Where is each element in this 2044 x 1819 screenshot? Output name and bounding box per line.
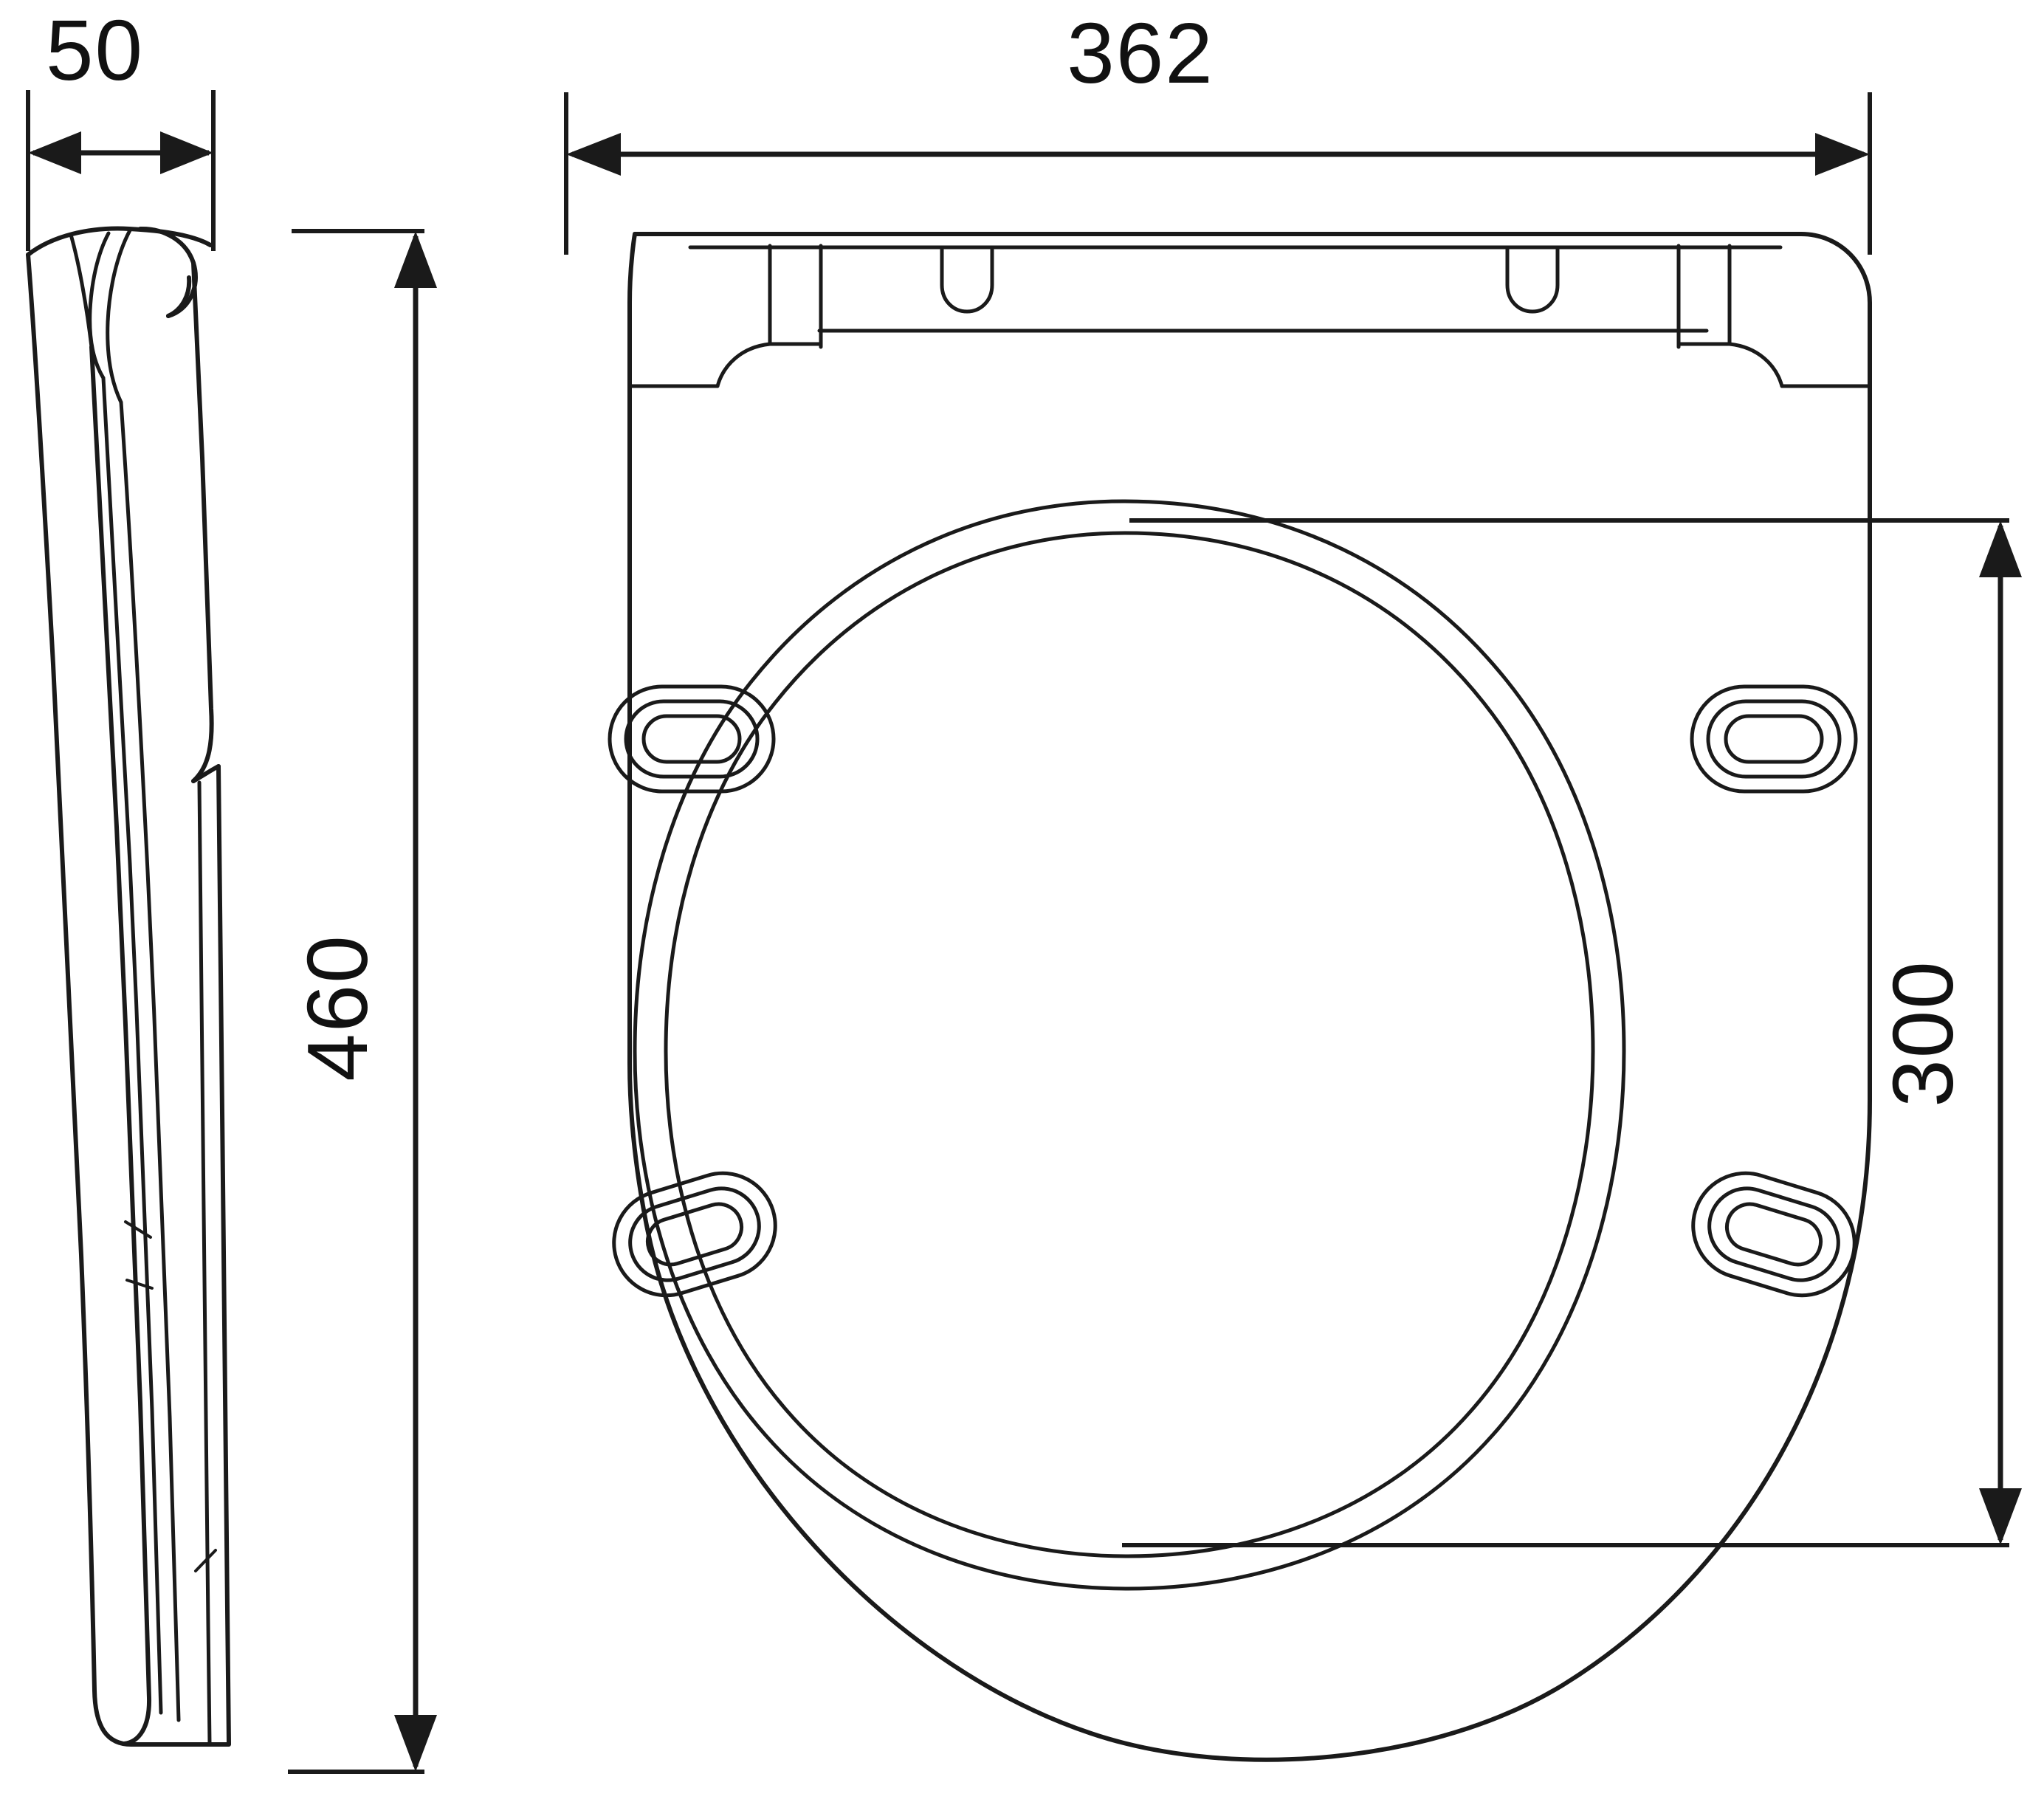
arrowhead-left-icon xyxy=(566,133,621,176)
side-bumper-notch-bottom xyxy=(125,1279,154,1290)
side-hinge-arc-b xyxy=(106,228,132,405)
bumper-ring-middle xyxy=(1706,699,1842,779)
side-lid-front-face xyxy=(26,252,134,1747)
side-lid-back-face xyxy=(89,345,152,1746)
dimension-label-50: 50 xyxy=(46,2,144,98)
bumper-ring-outer xyxy=(1691,1171,1857,1298)
side-seat-front-contour xyxy=(101,376,163,1715)
side-seat-shoulder xyxy=(191,764,221,783)
hinge-hole-right-icon xyxy=(1505,247,1560,314)
dimension-label-300: 300 xyxy=(1875,960,1971,1107)
bumper-ring-middle xyxy=(624,699,760,779)
arrowhead-bottom-icon xyxy=(1979,1488,2022,1545)
bumper-ring-inner xyxy=(1724,1202,1823,1267)
hinge-bracket-right xyxy=(1676,244,1872,388)
bumper-ring-outer xyxy=(608,684,776,794)
side-seat-back-contour xyxy=(119,400,181,1722)
bumper-ring-outer xyxy=(612,1171,777,1298)
bumper-ring-middle xyxy=(628,1186,761,1282)
bumper-pad-upper-right xyxy=(1690,684,1858,794)
side-hinge-knuckle-inner xyxy=(166,275,192,318)
dimension-length-460: 460 xyxy=(288,229,437,1774)
dimension-opening-300: 300 xyxy=(1122,518,2022,1547)
arrowhead-right-icon xyxy=(1815,133,1870,176)
bumper-pad-upper-left xyxy=(608,684,776,794)
arrowhead-top-icon xyxy=(1979,520,2022,577)
opening-inner-contour xyxy=(664,531,1595,1558)
bumper-ring-inner xyxy=(645,1202,744,1267)
dimension-width-362: 362 xyxy=(564,5,1872,255)
dimension-thickness-50: 50 xyxy=(26,2,216,251)
arrowhead-bottom-icon xyxy=(394,1715,437,1772)
side-hinge-knuckle xyxy=(138,226,198,318)
hinge-bracket-left xyxy=(627,244,823,388)
side-seat-inner-band xyxy=(197,780,212,1746)
opening-outer-contour xyxy=(633,499,1626,1591)
arrowhead-right-icon xyxy=(160,131,213,174)
bracket-right-fillet xyxy=(1727,342,1784,388)
dimension-label-460: 460 xyxy=(289,934,385,1082)
arrowhead-left-icon xyxy=(28,131,81,174)
hinge-hole-left-icon xyxy=(940,247,994,314)
bumper-ring-inner xyxy=(1724,714,1824,764)
bracket-left-fillet xyxy=(715,342,772,388)
bumper-ring-outer xyxy=(1690,684,1858,794)
side-seat-outer-right-lower xyxy=(216,764,231,1746)
top-plan-view xyxy=(608,232,1872,1762)
side-bumper-notch-top xyxy=(124,1220,152,1239)
side-elevation-view xyxy=(26,226,231,1747)
side-seat-outer-right-upper xyxy=(191,261,214,783)
bumper-pad-lower-right xyxy=(1691,1171,1857,1298)
bumper-pad-lower-left xyxy=(612,1171,777,1298)
side-hinge-arc-a xyxy=(88,231,111,380)
seat-outer-silhouette xyxy=(627,232,1872,1762)
bumper-ring-middle xyxy=(1707,1186,1840,1282)
arrowhead-top-icon xyxy=(394,231,437,288)
side-lower-chamfer xyxy=(194,1549,217,1572)
dimension-label-362: 362 xyxy=(1067,5,1214,101)
bumper-ring-inner xyxy=(641,714,742,764)
